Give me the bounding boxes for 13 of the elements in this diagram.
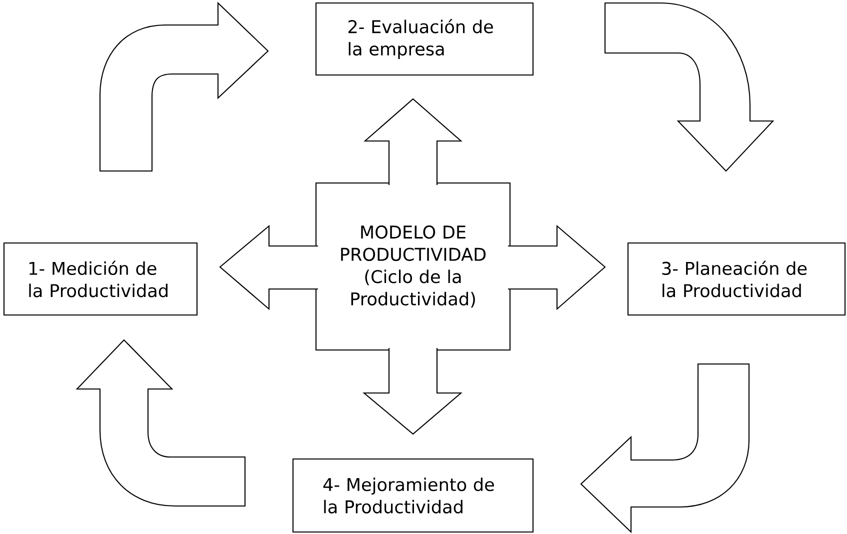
cross-arrow-arm [507, 224, 606, 310]
process-box: 3- Planeación de la Productividad [627, 242, 846, 316]
cross-arrow-arm [364, 98, 462, 186]
block-arrow [604, 2, 774, 172]
block-arrow [580, 363, 750, 533]
cross-arrow-arm [362, 347, 462, 435]
block-arrow [99, 2, 269, 172]
process-box: 1- Medición de la Productividad [3, 242, 198, 316]
block-arrow [76, 339, 246, 507]
process-box: 2- Evaluación de la empresa [315, 2, 534, 76]
cross-arrow-arm [219, 224, 319, 310]
cross-center-box: MODELO DE PRODUCTIVIDAD (Ciclo de la Productividad) [315, 182, 511, 351]
process-box: 4- Mejoramiento de la Productividad [292, 458, 534, 533]
